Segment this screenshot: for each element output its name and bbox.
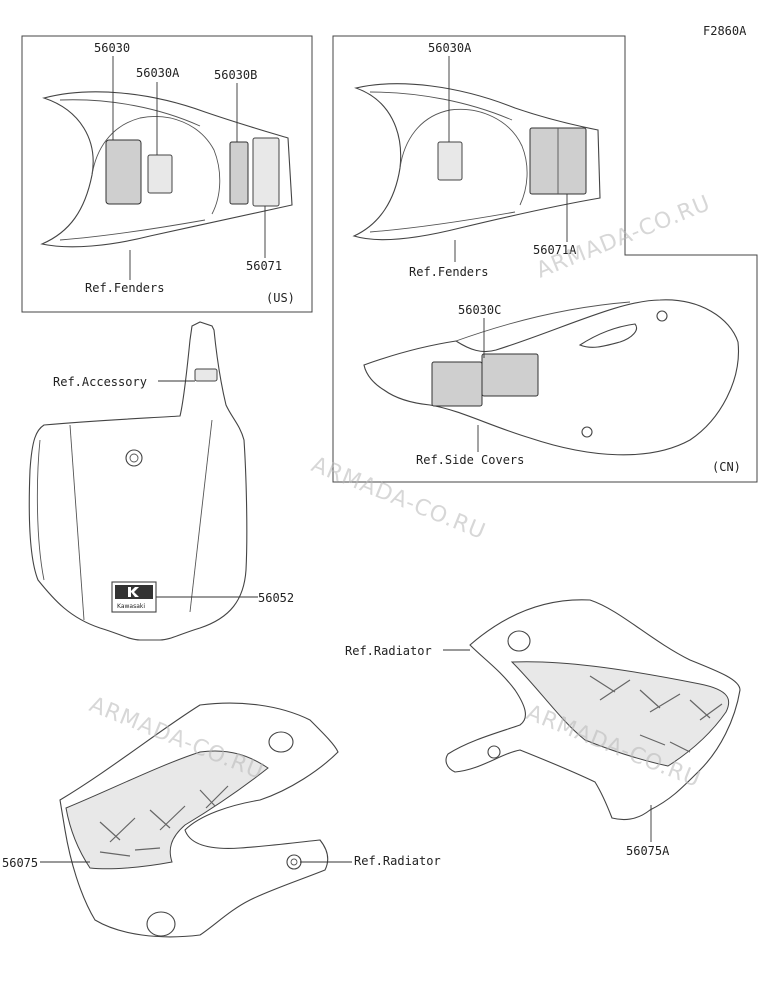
us-callout-56030: 56030 <box>94 41 130 55</box>
plate-mount-hole <box>125 449 143 467</box>
us-panel-frame <box>21 35 313 313</box>
cn-region-tag: (CN) <box>712 460 741 474</box>
svg-text:Kawasaki: Kawasaki <box>117 603 145 610</box>
us-region-tag: (US) <box>266 291 295 305</box>
us-callout-56030B: 56030B <box>214 68 257 82</box>
accessory-decal <box>194 368 218 382</box>
right-shroud-group: Ref.Radiator 56075A <box>345 599 741 858</box>
us-decal-56071 <box>252 137 280 207</box>
right-ref-radiator: Ref.Radiator <box>345 644 432 658</box>
cn-callout-56030C: 56030C <box>458 303 501 317</box>
us-ref-fenders: Ref.Fenders <box>85 281 164 295</box>
left-radiator-shroud <box>59 702 339 938</box>
us-decal-56030 <box>105 139 142 205</box>
number-plate <box>28 321 248 641</box>
us-decal-56030B <box>229 141 249 205</box>
figure-code: F2860A <box>703 24 747 38</box>
cn-callout-56030A: 56030A <box>428 41 472 55</box>
cn-decal-56030C-left <box>431 361 483 407</box>
cn-rear-fender <box>352 83 601 241</box>
us-panel: 56030 56030A 56030B 56071 Ref.Fenders (U… <box>21 35 313 313</box>
us-callout-56071: 56071 <box>246 259 282 273</box>
callout-56075: 56075 <box>2 856 38 870</box>
cn-decal-56030C-right <box>481 353 539 397</box>
left-shroud-graphic-56075 <box>65 750 269 870</box>
cn-ref-fenders: Ref.Fenders <box>409 265 488 279</box>
cn-decal-56030A <box>437 141 463 181</box>
ref-accessory-label: Ref.Accessory <box>53 375 147 389</box>
number-plate-group: Kawasaki Ref.Accessory 56052 <box>28 321 294 641</box>
us-decal-56030A <box>147 154 173 194</box>
right-shroud-graphic-56075A <box>510 661 730 767</box>
left-shroud-group: 56075 Ref.Radiator <box>2 702 441 938</box>
left-ref-radiator: Ref.Radiator <box>354 854 441 868</box>
cn-panel-frame <box>332 35 758 483</box>
cn-ref-side-covers: Ref.Side Covers <box>416 453 524 467</box>
kawasaki-logo-decal: Kawasaki <box>111 581 157 613</box>
us-callout-56030A: 56030A <box>136 66 180 80</box>
cn-side-cover <box>363 299 740 456</box>
cn-panel: 56030A 56071A Ref.Fenders 56030C Ref.Sid… <box>332 35 758 483</box>
callout-56075A: 56075A <box>626 844 670 858</box>
callout-56052: 56052 <box>258 591 294 605</box>
cn-callout-56071A: 56071A <box>533 243 577 257</box>
